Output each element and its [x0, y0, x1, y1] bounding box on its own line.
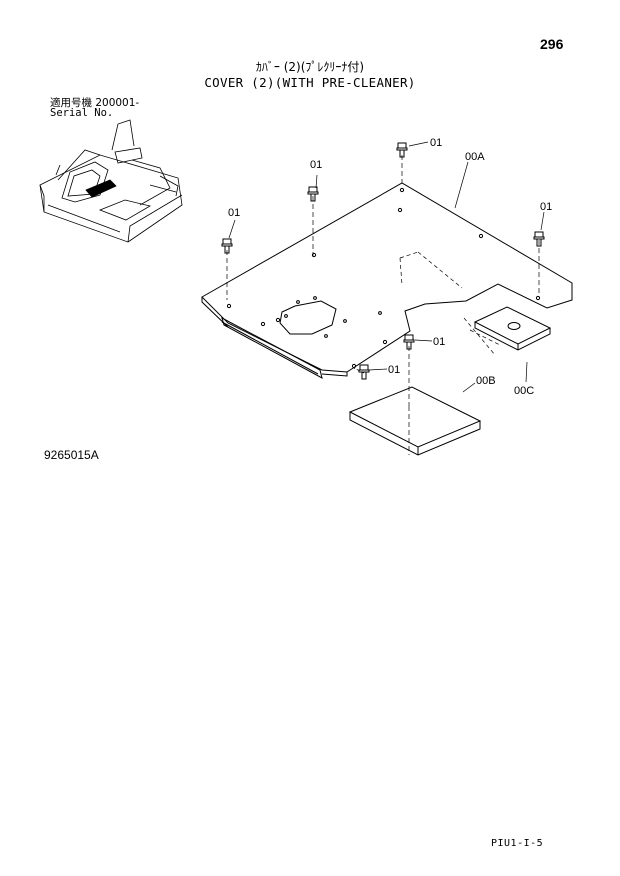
title-japanese: ｶﾊﾞｰ (2)(ﾌﾟﾚｸﾘｰﾅ付) [255, 60, 365, 74]
callout-bolt-mid-left: 01 [310, 159, 322, 171]
callout-pad-small: 00C [514, 385, 534, 397]
bolt-top [396, 142, 408, 158]
leader-lines [226, 141, 545, 455]
callout-bolt-left: 01 [228, 207, 240, 219]
serial-label-japanese: 適用号機 200001- [50, 97, 140, 109]
cover-plate [201, 182, 573, 379]
callout-plate: 00A [465, 151, 485, 163]
pre-cleaner-outline [399, 251, 501, 356]
callout-bolt-right: 01 [540, 201, 552, 213]
bolt-right [533, 231, 545, 247]
pad-small [473, 306, 552, 351]
page-number: 296 [540, 36, 564, 52]
serial-label-english: Serial No. [50, 107, 114, 119]
machine-thumbnail [39, 119, 183, 243]
callout-bolt-bottom: 01 [388, 364, 400, 376]
bolt-bottom [358, 364, 370, 380]
callout-pad-large: 00B [476, 375, 496, 387]
figure-code: 9265015A [44, 448, 99, 462]
callout-bolt-center: 01 [433, 336, 445, 348]
pad-large [348, 386, 482, 456]
title-english: COVER (2)(WITH PRE-CLEANER) [204, 75, 416, 90]
callout-bolt-top: 01 [430, 137, 442, 149]
page-reference: PIU1-I-5 [491, 838, 544, 849]
bolt-mid-left [307, 186, 319, 202]
bolt-left [221, 238, 233, 254]
bolt-center [403, 334, 415, 350]
